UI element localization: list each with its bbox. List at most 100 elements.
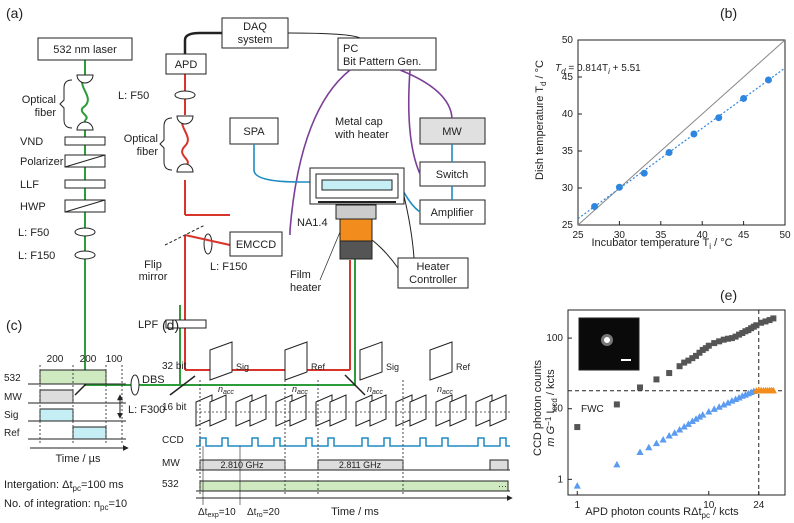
optical-fiber-label-2b: fiber: [137, 146, 159, 158]
pc-box: [337, 37, 437, 71]
heater-controller-label-a: Heater: [416, 261, 449, 273]
chart-e-series2-point: [636, 448, 644, 455]
laser-label: 532 nm laser: [53, 44, 117, 56]
panel-c-label: (c): [6, 317, 22, 333]
chart-e-series1-point: [637, 384, 644, 391]
timing-row-sig: Sig: [4, 408, 126, 422]
chart-e-series1-point: [736, 331, 743, 338]
dt-exp-label: Δtexp=10: [198, 507, 236, 519]
polarizer-label: Polarizer: [20, 156, 64, 168]
laser-pulse-d: [199, 480, 509, 492]
nacc-label-2: nacc: [292, 384, 308, 396]
chart-e-series1-point: [728, 335, 735, 342]
chart-b-point: [715, 114, 723, 122]
laser-box: [37, 37, 133, 61]
sample-stage: [309, 167, 405, 260]
mw-freq-2: 2.811 GHz: [339, 460, 382, 470]
dbs-label: DBS: [142, 374, 165, 386]
chart-e-series1-point: [653, 376, 660, 383]
pc-label-a: PC: [343, 43, 358, 55]
panel-d-xlabel: Time / ms: [331, 506, 379, 518]
chart-e-series2-point: [645, 443, 653, 451]
chart-e-series1-point: [720, 336, 727, 343]
chart-e-series2-point: [688, 417, 696, 424]
chart-e-series1-point: [696, 349, 703, 356]
panel-b-label: (b): [720, 5, 737, 21]
switch-label: Switch: [436, 169, 468, 181]
svg-text:532: 532: [4, 373, 21, 384]
row-label-532: 532: [162, 479, 179, 490]
spa-label: SPA: [243, 126, 265, 138]
frames-16bit: [195, 394, 507, 427]
chart-e-ytick-label: 100: [546, 333, 563, 344]
chart-e-series1-point: [689, 355, 696, 362]
chart-e-ytick-label: 10: [552, 404, 564, 415]
chart-e-series2-point: [699, 411, 707, 418]
lens-f50-a-label: L: F50: [18, 227, 49, 239]
llf-element: [64, 179, 106, 189]
chart-e-series1-point: [613, 401, 620, 408]
panel-a: (a) 532 nm laser Optical fiber: [6, 5, 486, 419]
timing-row-mw: MW: [4, 389, 126, 404]
chart-b-point: [640, 169, 648, 177]
frame-32bit-1: Sig: [209, 341, 249, 381]
amplifier-label: Amplifier: [431, 207, 474, 219]
lens-f300-label: L: F300: [128, 404, 165, 416]
chart-b-point: [740, 94, 748, 102]
film-heater-label-b: heater: [290, 282, 322, 294]
chart-b-ytick-label: 50: [562, 35, 574, 46]
identity-line: [577, 39, 786, 226]
timing-row-ref: Ref: [4, 426, 126, 440]
duration-label-3: 100: [106, 354, 123, 365]
chart-e-series2-point: [705, 407, 713, 415]
fiber-coupler-top-left: [76, 74, 94, 84]
frame-32bit-4: Ref: [429, 341, 471, 381]
chart-e-series1-point: [705, 342, 712, 349]
chart-e-series1-point: [574, 424, 581, 431]
mw-box: [419, 117, 486, 145]
metal-cap-label-a: Metal cap: [335, 116, 383, 128]
daq-label-a: DAQ: [243, 21, 267, 33]
chart-e-ytick-label: 1: [557, 474, 563, 485]
chart-e-series1-point: [758, 319, 765, 326]
svg-text:Sig: Sig: [386, 362, 399, 372]
chart-b-point: [764, 76, 772, 84]
flip-mirror-label-b: mirror: [139, 271, 168, 283]
panel-d: (d) 32 bit 16 bit CCD MW 532 Sig Ref Sig…: [162, 317, 513, 519]
chart-b-point: [665, 148, 673, 156]
chart-e-series2-point: [710, 405, 718, 412]
chart-e-ylabel: CCD photon counts: [532, 360, 544, 456]
panel-d-label: (d): [162, 317, 179, 333]
timing-guides: [39, 365, 123, 445]
chart-e-series2-point: [613, 460, 621, 468]
apd-label: APD: [175, 59, 198, 71]
heater-controller-box: [397, 257, 469, 289]
llf-label: LLF: [20, 179, 39, 191]
film-heater-element: [339, 218, 373, 242]
chart-e-series2-point: [728, 397, 736, 404]
fiber-coupler-top-right: [176, 115, 194, 125]
frame-32bit-3: Sig: [359, 341, 399, 381]
ccd-pulse-train: [196, 437, 510, 447]
nacc-label-1: nacc: [218, 384, 234, 396]
lens-f50-a: [74, 227, 96, 237]
chart-b-xtick-label: 30: [614, 230, 626, 241]
flip-mirror-label-a: Flip: [144, 259, 162, 271]
fiber-brace-right: [159, 117, 173, 171]
chart-b-xtick-label: 40: [697, 230, 709, 241]
panel-a-label: (a): [6, 5, 23, 21]
optical-fiber-label-2a: Optical: [124, 133, 158, 145]
lens-f150-a-label: L: F150: [18, 250, 55, 262]
frame-32bit-2: Ref: [284, 341, 326, 381]
chart-b-ytick-label: 35: [562, 146, 574, 157]
timing-guides-d: [199, 380, 404, 495]
nacc-label-3: nacc: [367, 384, 383, 396]
lpf-element: [165, 319, 207, 329]
vnd-element: [64, 136, 106, 146]
switch-box: [419, 161, 486, 187]
film-heater-label-a: Film: [290, 269, 311, 281]
chart-b-ytick-label: 30: [562, 183, 574, 194]
chart-e-series2-point: [692, 415, 700, 422]
